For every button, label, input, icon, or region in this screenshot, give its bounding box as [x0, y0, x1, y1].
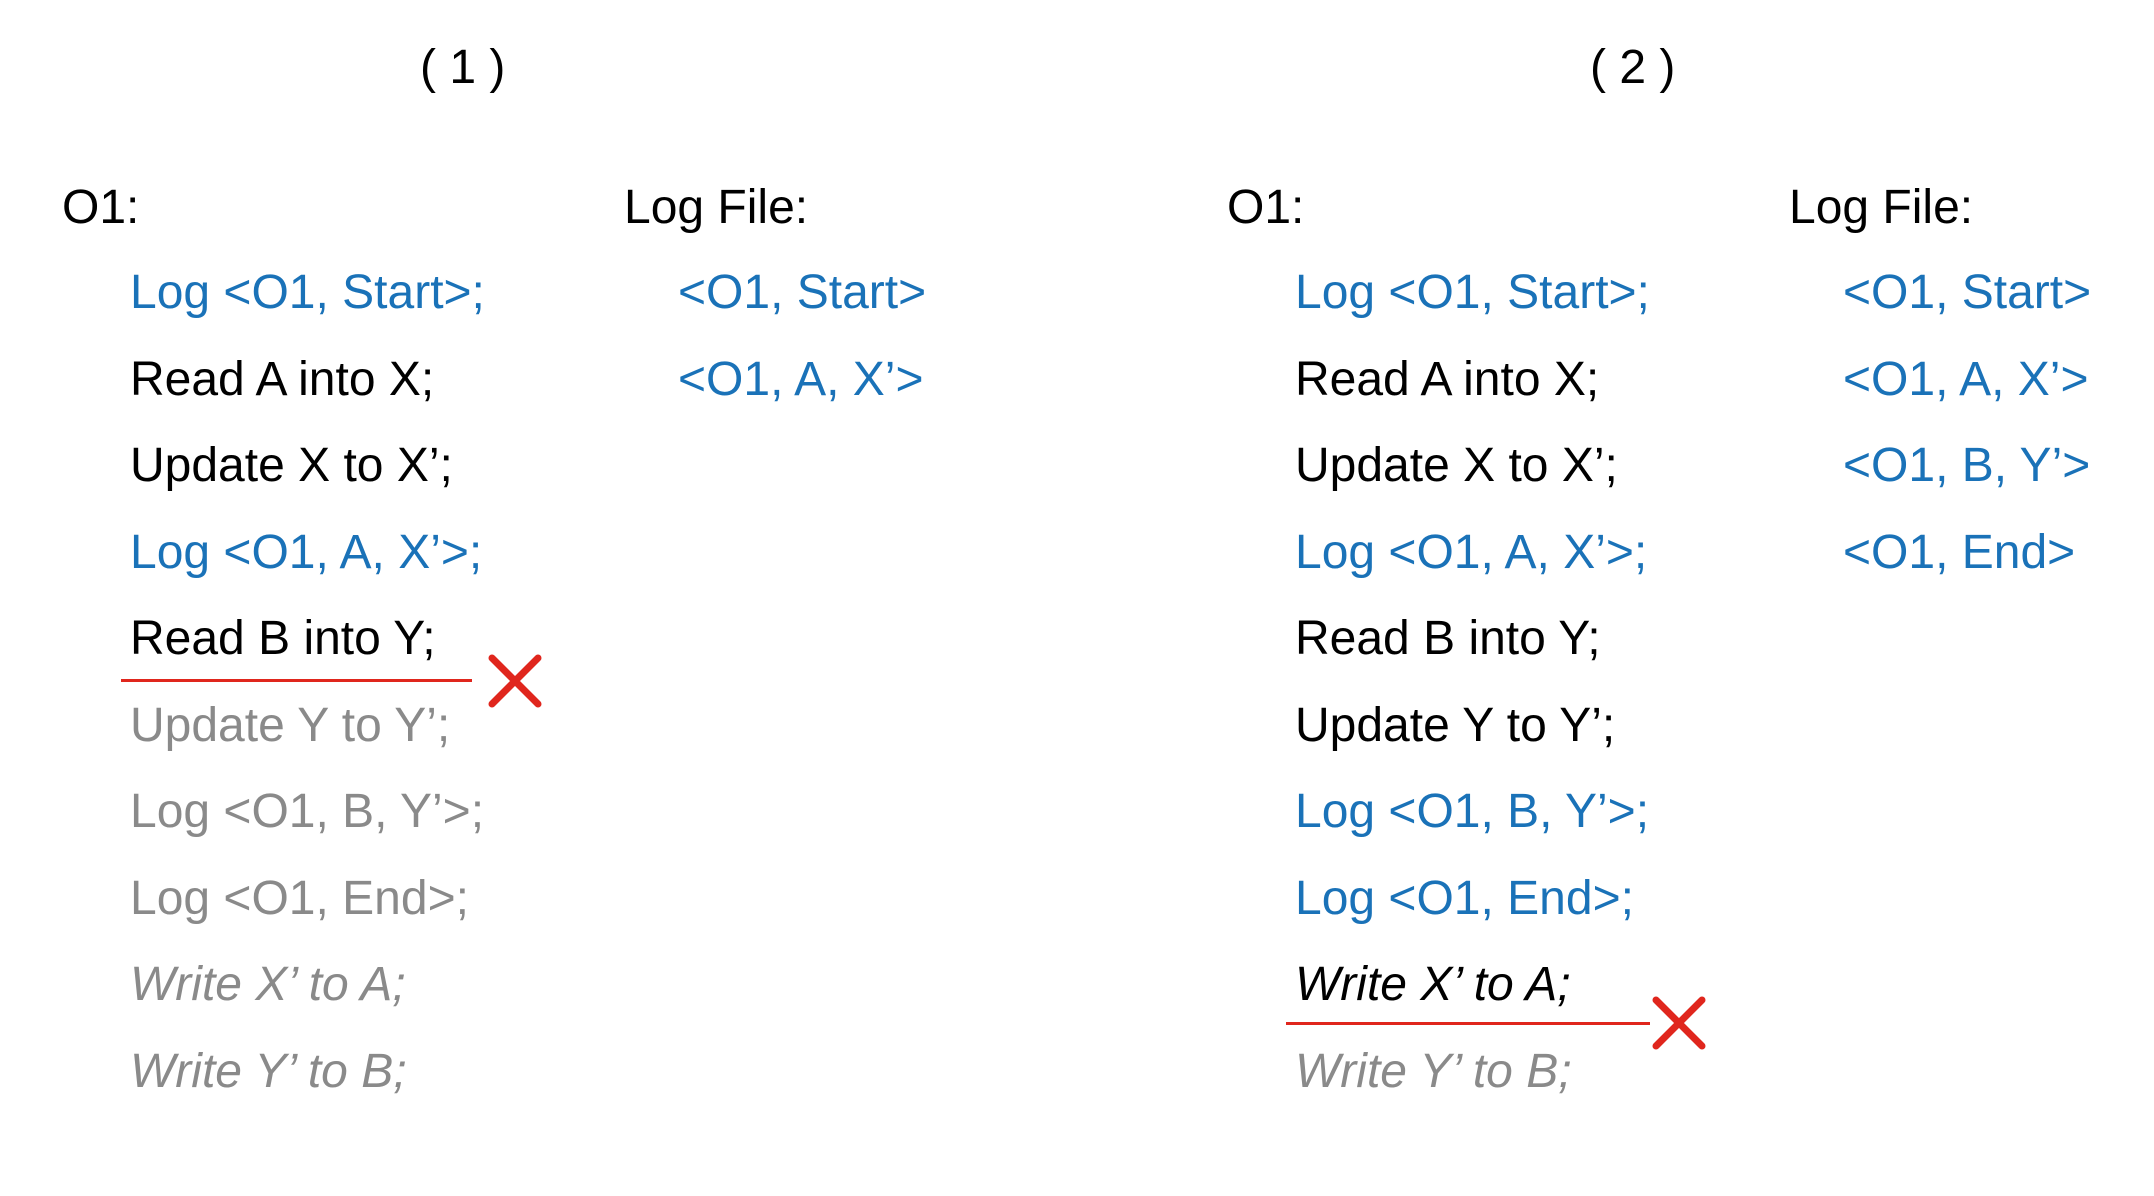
- scenario-title: ( 1 ): [420, 41, 506, 94]
- transaction-step: Write Y’ to B;: [1295, 1044, 1572, 1098]
- transaction-step: Log <O1, Start>;: [1295, 266, 1650, 319]
- log-entry: <O1, B, Y’>: [1843, 439, 2091, 492]
- transaction-steps: Log <O1, Start>; Read A into X; Update X t…: [1295, 264, 1650, 1129]
- transaction-step: Log <O1, B, Y’>;: [1295, 785, 1650, 838]
- cross-icon: [488, 654, 542, 708]
- transaction-step: Read A into X;: [130, 352, 435, 406]
- transaction-step: Read B into Y;: [130, 612, 436, 665]
- scenario-title: ( 2 ): [1590, 41, 1676, 94]
- transaction-step: Update Y to Y’;: [130, 698, 451, 752]
- log-entry: <O1, Start>: [678, 266, 927, 319]
- cross-icon: [1652, 996, 1706, 1050]
- failure-point-line: [121, 679, 472, 682]
- log-entry: <O1, A, X’>: [678, 352, 924, 406]
- log-file-entries: <O1, Start> <O1, A, X’> <O1, B, Y’> <O1, En…: [1843, 264, 2091, 610]
- transaction-label: O1:: [62, 181, 140, 234]
- transaction-step: Update X to X’;: [1295, 439, 1618, 492]
- failure-point-line: [1286, 1022, 1650, 1025]
- transaction-step: Update Y to Y’;: [1295, 698, 1616, 752]
- transaction-step: Read A into X;: [1295, 352, 1600, 406]
- log-entry: <O1, A, X’>: [1843, 352, 2089, 406]
- log-entry: <O1, Start>: [1843, 266, 2092, 319]
- transaction-step: Log <O1, A, X’>;: [1295, 525, 1648, 579]
- log-file-label: Log File:: [624, 181, 809, 234]
- transaction-step: Write X’ to A;: [1295, 958, 1571, 1011]
- transaction-step: Read B into Y;: [1295, 612, 1601, 665]
- transaction-step: Log <O1, End>;: [1295, 871, 1634, 925]
- transaction-step: Write X’ to A;: [130, 958, 406, 1011]
- log-file-label: Log File:: [1789, 181, 1974, 234]
- log-file-entries: <O1, Start> <O1, A, X’>: [678, 264, 926, 437]
- transaction-label: O1:: [1227, 181, 1305, 234]
- transaction-step: Log <O1, End>;: [130, 871, 469, 925]
- transaction-step: Update X to X’;: [130, 439, 453, 492]
- transaction-steps: Log <O1, Start>; Read A into X; Update X t…: [130, 264, 485, 1129]
- transaction-step: Write Y’ to B;: [130, 1044, 407, 1098]
- transaction-step: Log <O1, B, Y’>;: [130, 785, 485, 838]
- transaction-step: Log <O1, A, X’>;: [130, 525, 483, 579]
- log-entry: <O1, End>: [1843, 525, 2076, 579]
- transaction-step: Log <O1, Start>;: [130, 266, 485, 319]
- scenario-1-panel: ( 1 ) O1: Log File: Log <O1, Start>; Read…: [62, 41, 926, 1129]
- scenario-2-panel: ( 2 ) O1: Log File: Log <O1, Start>; Read…: [1165, 0, 2154, 1196]
